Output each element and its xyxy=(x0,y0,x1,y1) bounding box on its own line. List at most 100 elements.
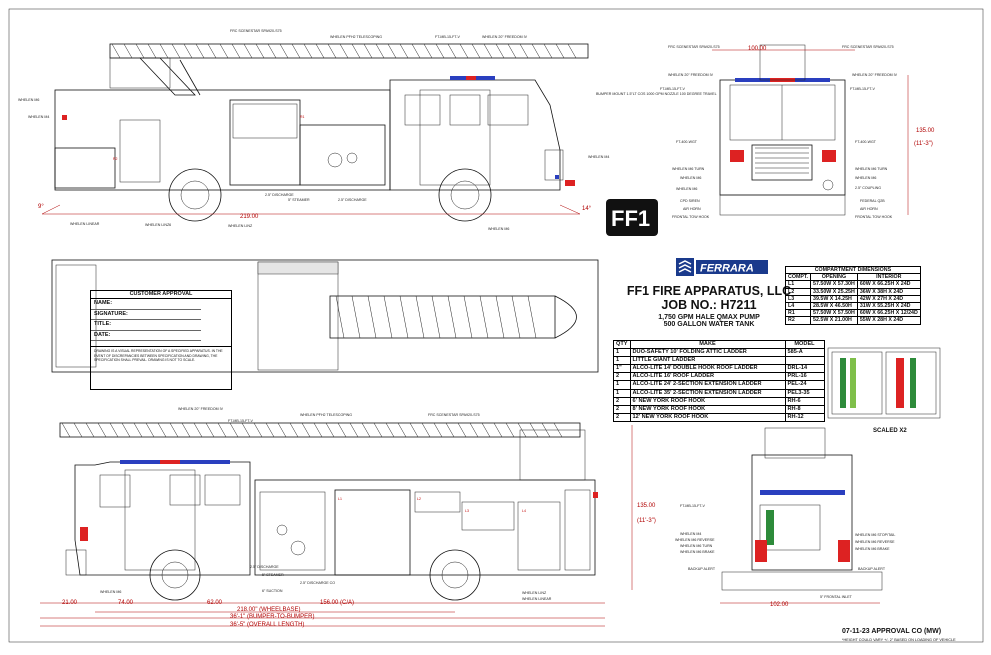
cell: R1 xyxy=(784,309,812,318)
cell: 55W X 28H X 24D xyxy=(856,316,921,325)
callout-front-m6-c: WHELEN M6 xyxy=(676,187,697,191)
callout-air-horn-l: AIR HORN xyxy=(683,207,701,211)
callout-ft-mb: FT-MB-15-FT-V xyxy=(435,35,461,39)
cell: RH-8 xyxy=(784,404,825,414)
callout-discharge-2: 2.5" DISCHARGE xyxy=(338,198,367,202)
approval-title-field[interactable]: TITLE: xyxy=(91,320,201,331)
callout-r-backup: BACKUP ALERT xyxy=(688,567,716,571)
callout-b-linear: WHELEN LINEAR xyxy=(522,597,552,601)
cell: 2 xyxy=(613,396,631,406)
callout-frontal-tow-l: FRONTAL TOW HOOK xyxy=(672,215,710,219)
ff1-badge-text: FF1 xyxy=(611,206,650,231)
callout-b-linz: WHELEN LINZ xyxy=(522,591,547,595)
callout-ft400-r: FT-400-WGT xyxy=(855,140,877,144)
compartment-table-title: COMPARTMENT DIMENSIONS xyxy=(785,265,921,275)
callout-front-m6-l: WHELEN M6 xyxy=(680,176,701,180)
cell: RH-6 xyxy=(784,396,825,406)
ferrara-logo: FERRARA xyxy=(676,258,768,276)
callout-cpd: CPD SIREN xyxy=(680,199,700,203)
pump-spec: 1,750 GPM HALE QMAX PUMP xyxy=(658,314,760,321)
callout-b-fire-research: FRC SCENESTAR SPA920-S75 xyxy=(428,413,480,417)
rear-width-dim: 102.00 xyxy=(770,602,789,608)
callout-whelen-linz: WHELEN LINZ xyxy=(228,224,253,228)
cell: R2 xyxy=(784,316,812,325)
cell: PEL3-35 xyxy=(784,388,825,398)
callout-b-freedom: WHELEN 20" FREEDOM IV xyxy=(178,407,224,411)
cell: 1 xyxy=(613,380,631,390)
bumper-to-bumper-dim: 36'-1" (BUMPER-TO-BUMPER) xyxy=(230,614,315,620)
wheelbase-top-dim: 219.00 xyxy=(240,214,259,220)
callout-whelen-linz6: WHELEN LINZ6 xyxy=(145,223,171,227)
cell: 2 xyxy=(613,372,631,382)
callout-air-horn-r: AIR HORN xyxy=(860,207,878,211)
cell: 585-A xyxy=(784,348,825,358)
callout-r-m6-brake: WHELEN M6 BRAKE xyxy=(680,550,715,554)
cell xyxy=(784,356,825,366)
callout-r-m4: WHELEN M4 xyxy=(680,532,701,536)
scaled-note: SCALED X2 xyxy=(873,428,907,434)
cell: ALCO-LITE 14' DOUBLE HOOK ROOF LADDER xyxy=(629,364,786,374)
callout-discharge: 2.5" DISCHARGE xyxy=(265,193,294,197)
front-overhang-dim: 21.00 xyxy=(62,600,78,606)
approval-signature-field[interactable]: SIGNATURE: xyxy=(91,310,201,320)
cell: 42W X 27H X 24D xyxy=(856,294,921,304)
cell: 36W X 38H X 24D xyxy=(856,287,921,296)
front-view xyxy=(712,44,909,216)
callout-r-m6-reverse: WHELEN M6 REVERSE xyxy=(675,538,715,542)
compartment-l1-label: L1 xyxy=(338,497,342,501)
compartment-r2-label: R2 xyxy=(113,157,118,161)
compartment-header: COMPT. xyxy=(784,273,812,282)
approval-name-field[interactable]: NAME: xyxy=(91,299,201,310)
callout-m6-turn-l: WHELEN M6 TURN xyxy=(672,167,705,171)
sheet-border xyxy=(8,8,984,643)
cell: ALCO-LITE 16' ROOF LADDER xyxy=(629,372,786,382)
cell: L1 xyxy=(784,280,812,289)
rear-view xyxy=(720,427,883,604)
approval-tag: 07-11-23 APPROVAL CO (MW) xyxy=(842,628,942,635)
cell: 1" xyxy=(613,364,631,374)
cell: L4 xyxy=(784,302,812,311)
callout-front-ftmb-l: FT-MB-15-FT-V xyxy=(660,87,686,91)
compartment-elevation xyxy=(827,347,941,419)
callout-b-discharge: 2.5" DISCHARGE xyxy=(250,565,279,569)
tank-spec: 500 GALLON WATER TANK xyxy=(663,321,755,328)
cell: 57.50W X 57.50H xyxy=(810,309,858,318)
callout-whelen-m6-b: WHELEN M6 xyxy=(488,227,509,231)
callout-b-m6: WHELEN M6 xyxy=(100,590,121,594)
cell: 52.5W X 21.00H xyxy=(810,316,858,325)
cell: 1 xyxy=(613,348,631,358)
ff1-badge: FF1 xyxy=(606,199,658,236)
callout-pioneer: WHELEN PFH2 TELESCOPING xyxy=(330,35,382,39)
side-height-dim: 135.00 xyxy=(637,503,656,509)
cell: 6' NEW YORK ROOF HOOK xyxy=(629,396,786,406)
callout-frontal-tow-r: FRONTAL TOW HOOK xyxy=(855,215,893,219)
overall-length-dim: 36'-5" (OVERALL LENGTH) xyxy=(230,622,304,628)
equipment-header: MODEL xyxy=(784,339,825,350)
compartment-l2-label: L2 xyxy=(417,497,421,501)
approval-date-field[interactable]: DATE: xyxy=(91,331,201,341)
callout-r-ftmb: FT-MB-15-FT-V xyxy=(680,504,706,508)
cell: DRL-14 xyxy=(784,364,825,374)
callout-r-m6-brake-r: WHELEN M6 BRAKE xyxy=(855,547,890,551)
equipment-header: MAKE xyxy=(629,339,786,350)
compartment-l3-label: L3 xyxy=(465,509,469,513)
callout-front-fire-research-r: FRC SCENESTAR SPA920-S75 xyxy=(842,45,894,49)
cell: 60W X 66.25H X 24D xyxy=(856,280,921,289)
callout-ladder-rest: BUMPER MOUNT 1.5"LT COS 1000 GPM NOZZLE … xyxy=(596,92,717,96)
driver-side-view xyxy=(41,43,589,222)
callout-coupling: 2.5" COUPLING xyxy=(855,186,881,190)
angle-left-dim: 9° xyxy=(38,204,44,210)
callout-r-m6-stop: WHELEN M6 STOP/TAIL xyxy=(855,533,895,537)
callout-ft400-l: FT-400-WGT xyxy=(676,140,698,144)
front-height-ft-dim: (11'-3") xyxy=(914,141,933,147)
